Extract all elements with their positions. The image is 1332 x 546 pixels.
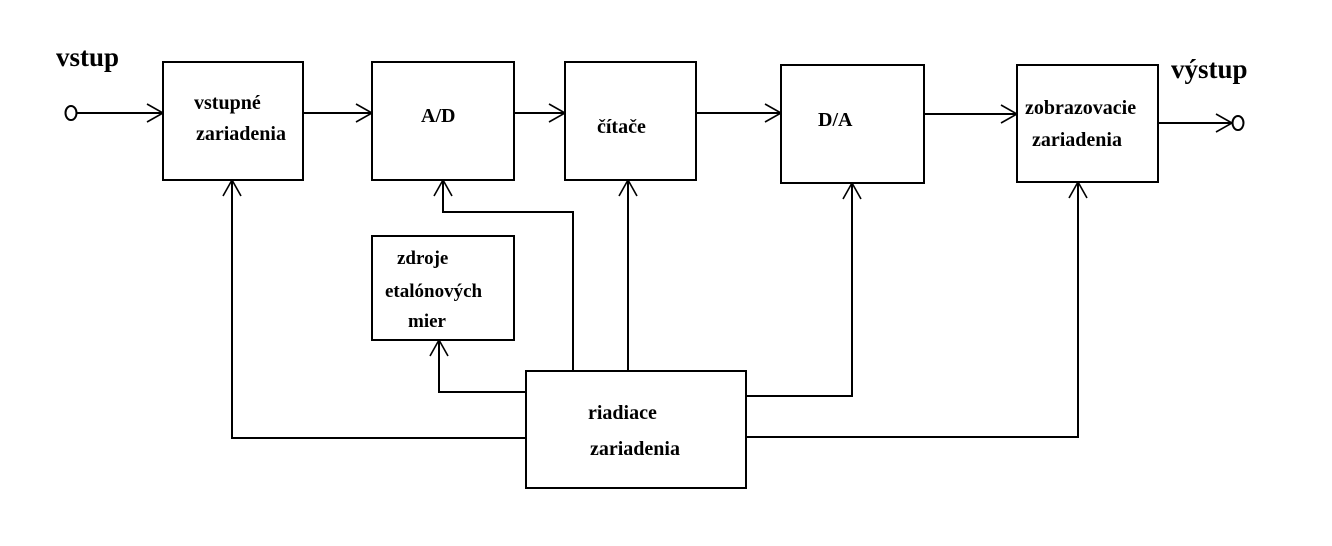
control-to-reference-line: [438, 340, 526, 393]
da-block: [780, 64, 925, 184]
output-terminal: [1231, 115, 1245, 131]
control-devices-label-line1: riadiace: [588, 402, 657, 424]
reference-sources-label-line2: etalónových: [385, 281, 483, 302]
reference-sources-label-line1: zdroje: [397, 248, 448, 269]
da-label: D/A: [818, 109, 853, 131]
display-to-output-arrow: [1215, 113, 1234, 133]
control-to-input-devices-line: [231, 180, 526, 439]
input-label: vstup: [56, 42, 119, 72]
counters-block: [564, 61, 697, 181]
control-devices-label-line2: zariadenia: [590, 438, 680, 460]
reference-sources-label-line3: mier: [408, 311, 447, 332]
output-label: výstup: [1171, 54, 1248, 84]
control-devices-block: [525, 370, 747, 489]
reference-sources-block: [371, 235, 515, 341]
counters-label: čítače: [597, 116, 646, 138]
input-devices-label-line1: vstupné: [194, 92, 261, 114]
input-devices-block: [162, 61, 304, 181]
ad-label: A/D: [421, 105, 455, 127]
display-devices-label-line2: zariadenia: [1032, 129, 1122, 151]
control-to-da-line: [746, 183, 853, 397]
control-to-display-line: [746, 182, 1079, 438]
display-devices-label-line1: zobrazovacie: [1025, 97, 1136, 119]
ad-block: [371, 61, 515, 181]
input-devices-label-line2: zariadenia: [196, 123, 286, 145]
control-to-ad-line: [442, 180, 574, 371]
display-devices-block: [1016, 64, 1159, 183]
input-terminal: [64, 105, 78, 121]
